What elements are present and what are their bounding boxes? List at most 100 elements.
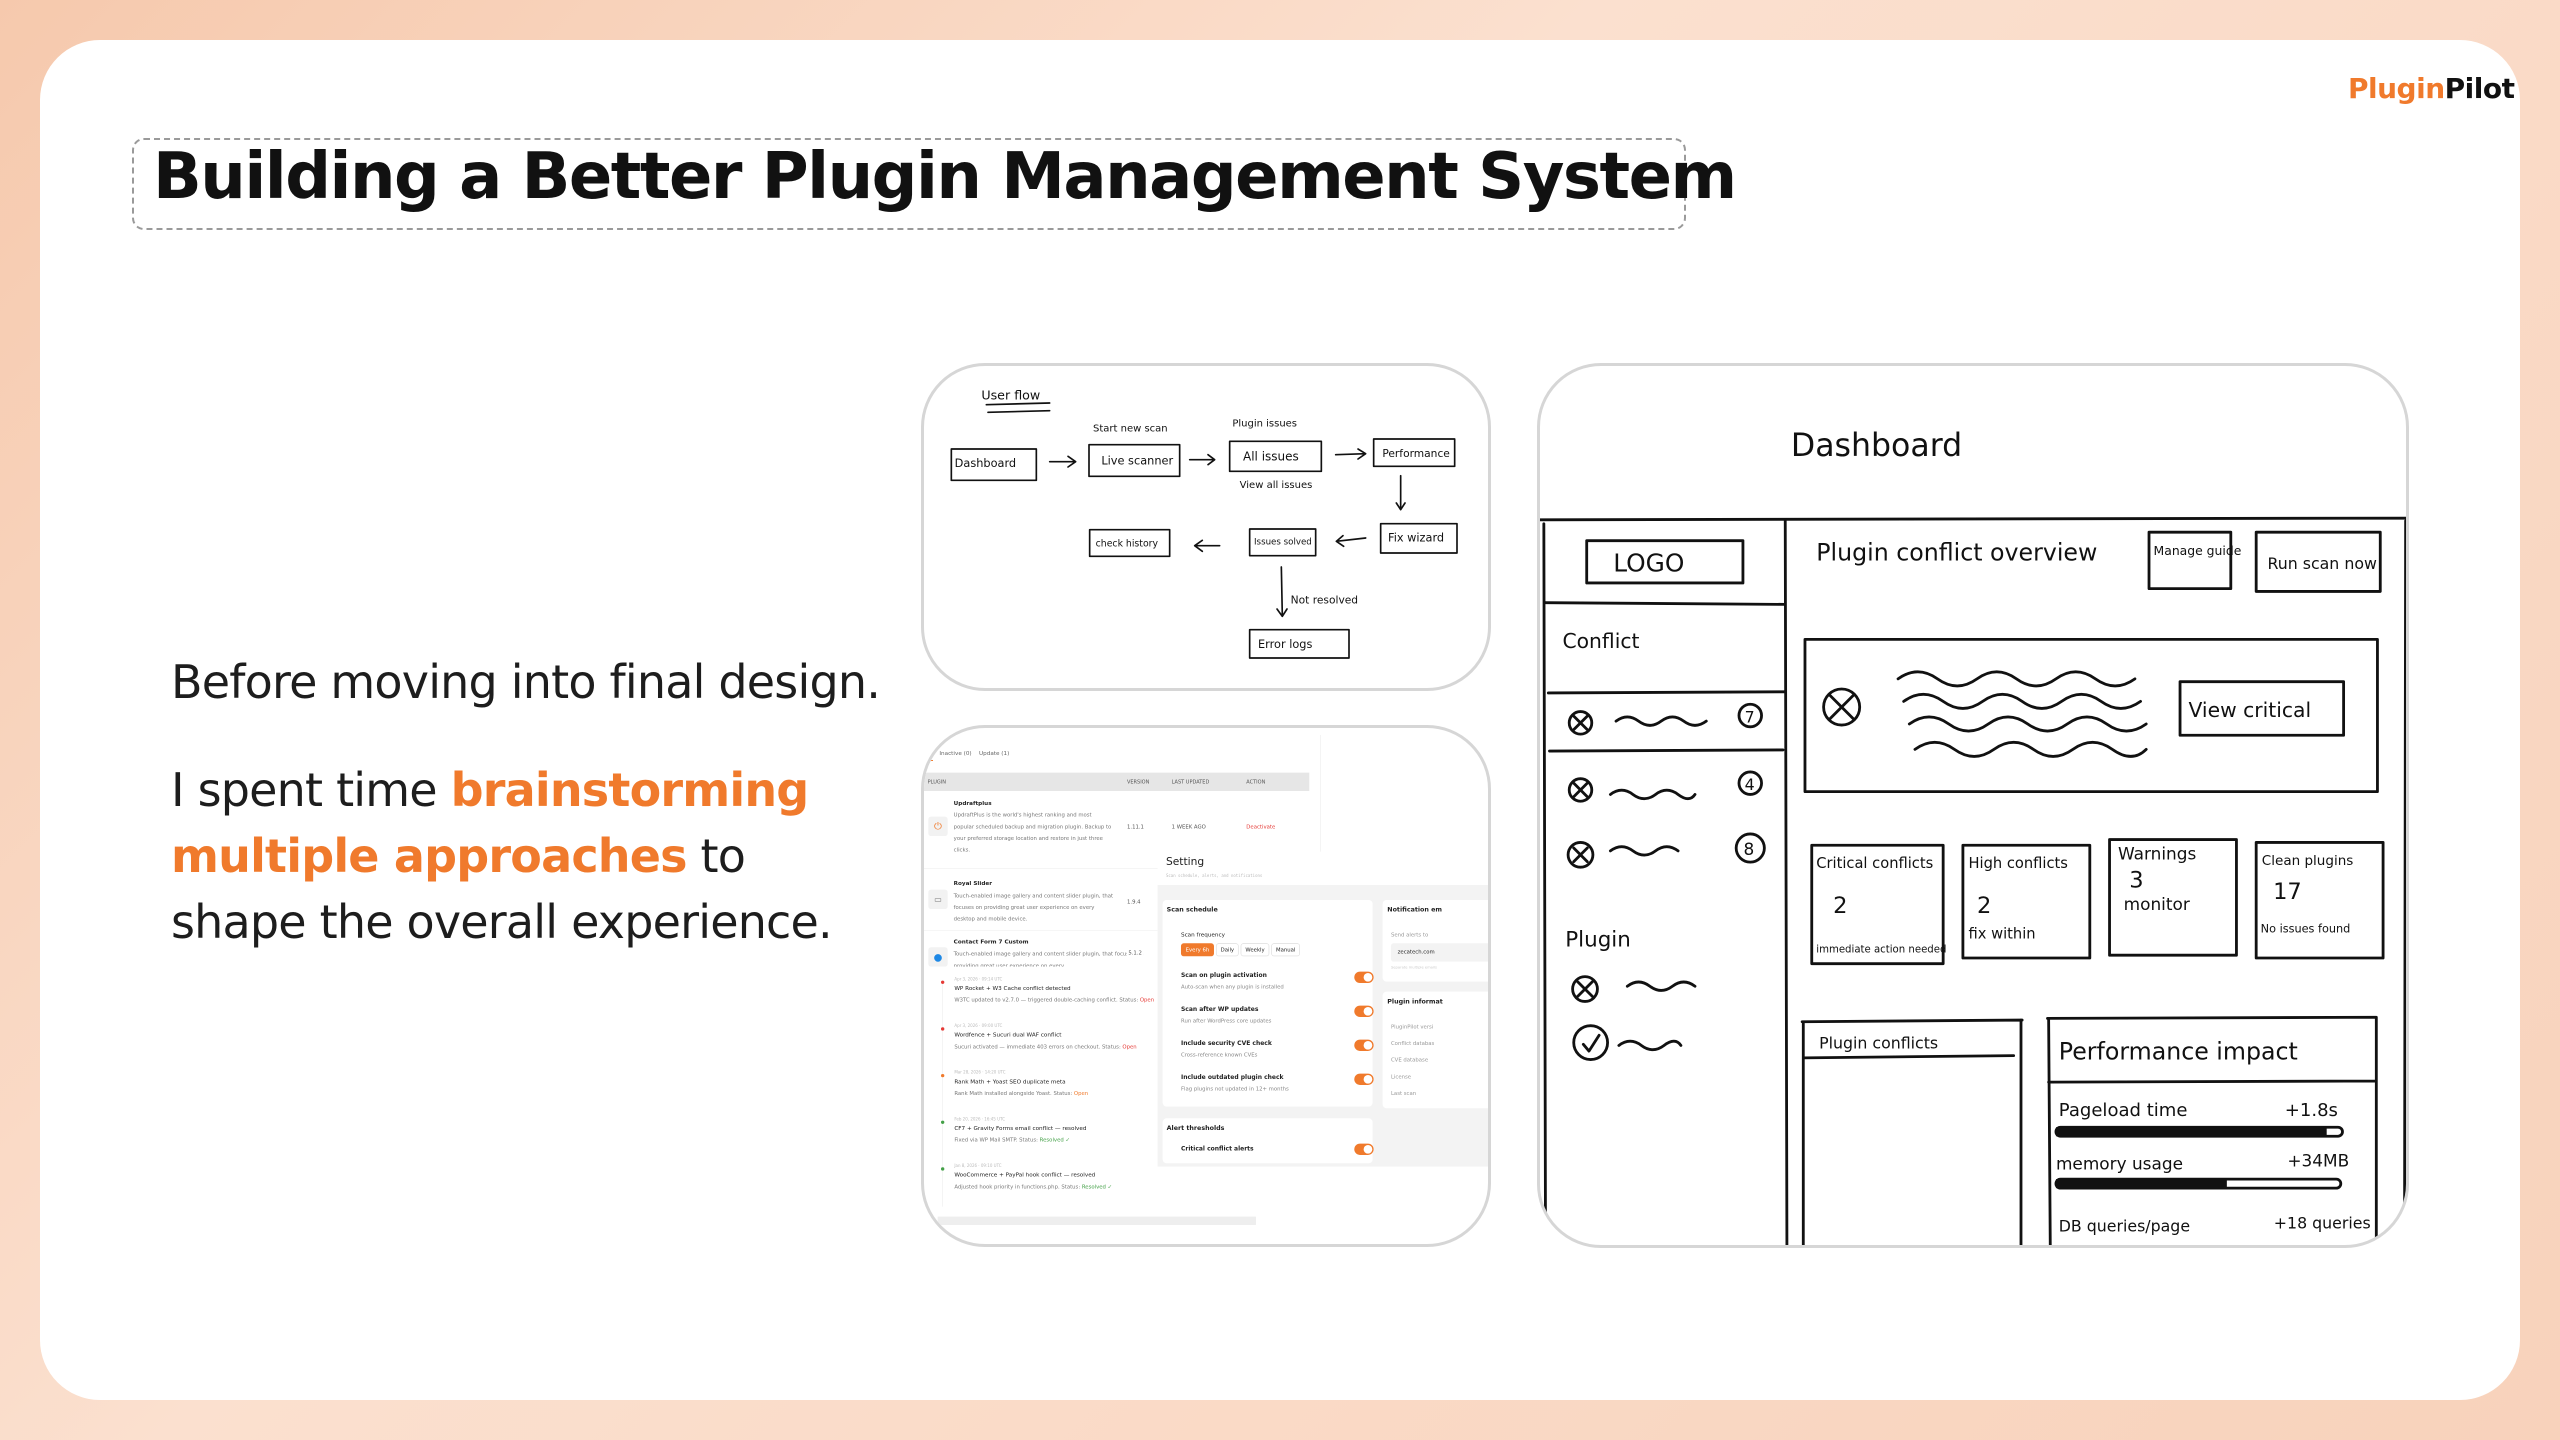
option-title: Scan after WP updates xyxy=(1180,1005,1259,1013)
freq-every-6h[interactable]: Every 6h xyxy=(1180,943,1214,957)
sketch-run-scan-button: Run scan now xyxy=(2267,554,2377,573)
freq-daily[interactable]: Daily xyxy=(1215,943,1239,957)
para-before: I spent time xyxy=(171,763,451,817)
brand-part-2: Pilot xyxy=(2444,72,2515,105)
plugin-name: Royal Slider xyxy=(953,879,993,887)
option-title: Include security CVE check xyxy=(1180,1039,1272,1047)
stat-note: No issues found xyxy=(2261,923,2351,936)
col-action: ACTION xyxy=(1246,778,1266,785)
updraftplus-icon: ⏻ xyxy=(928,816,948,836)
stat-label: Warnings xyxy=(2118,843,2196,863)
table-row: ▭ Royal Slider Touch-enabled image galle… xyxy=(924,868,1310,922)
flow-node-dashboard: Dashboard xyxy=(955,456,1016,470)
title-frame xyxy=(132,138,1686,230)
count: 8 xyxy=(1744,839,1755,859)
toggle[interactable] xyxy=(1354,1073,1374,1085)
flow-node-issues-solved: Issues solved xyxy=(1254,538,1312,548)
status-open: Open xyxy=(1122,1043,1137,1050)
flow-node-check-history: check history xyxy=(1096,538,1159,549)
timeline-desc: Fixed via WP Mail SMTP. Status: Resolved… xyxy=(954,1136,1070,1143)
page-title: Building a Better Plugin Management Syst… xyxy=(153,140,1737,214)
option-desc: Run after WordPress core updates xyxy=(1180,1017,1272,1024)
active-tab-indicator xyxy=(927,759,933,761)
col-plugin: PLUGIN xyxy=(927,778,946,785)
send-alerts-label: Send alerts to xyxy=(1390,931,1429,938)
ui-screenshot: Inactive (0) Update (1) PLUGIN VERSION L… xyxy=(924,728,1488,1244)
notification-card: Notification em Send alerts to zecatech.… xyxy=(1382,899,1488,982)
sketch-stat-cards: Critical conflicts 2 immediate action ne… xyxy=(1810,838,2385,966)
plugin-version: 1.11.1 xyxy=(1126,823,1144,830)
option-title: Scan on plugin activation xyxy=(1180,971,1267,979)
toggle[interactable] xyxy=(1354,971,1374,983)
plugin-info-heading: Plugin informat xyxy=(1387,997,1443,1005)
stat-value: 3 xyxy=(2129,868,2143,894)
timeline-date: Apr 3, 2026 · 09:14 UTC xyxy=(954,976,1003,982)
brand-logo: PluginPilot xyxy=(2348,72,2515,105)
dashboard-sketch: Dashboard LOGO Conflict 7 4 8 Plugin Plu… xyxy=(1540,428,2406,1245)
sketch-conflict-rows: 7 4 8 xyxy=(1566,702,1766,869)
toggle[interactable] xyxy=(1354,1039,1374,1051)
email-input[interactable]: zecatech.com xyxy=(1390,943,1488,962)
sketch-metrics: Pageload time +1.8s memory usage +34MB D… xyxy=(2054,1100,2371,1236)
lead-text: Before moving into final design. xyxy=(171,655,881,709)
freq-manual[interactable]: Manual xyxy=(1271,943,1301,957)
table-header: PLUGIN VERSION LAST UPDATED ACTION xyxy=(924,772,1310,791)
sketch-title: Dashboard xyxy=(1791,428,1962,464)
timeline-date: Feb 20, 2026 · 16:45 UTC xyxy=(954,1116,1006,1122)
status-open: Open xyxy=(1073,1089,1089,1097)
sketch-overview-title: Plugin conflict overview xyxy=(1816,538,2097,566)
timeline-date: Jan 8, 2026 · 09:10 UTC xyxy=(954,1163,1002,1168)
info-row: CVE database xyxy=(1390,1056,1429,1063)
user-flow-sketch-card: User flow Dashboard Start new scan Live … xyxy=(921,363,1491,691)
plugin-desc: UpdraftPlus is the world's highest ranki… xyxy=(953,811,1112,853)
freq-weekly[interactable]: Weekly xyxy=(1240,943,1270,957)
deactivate-link[interactable]: Deactivate xyxy=(1246,823,1276,830)
body-paragraph: I spent time brainstorming multiple appr… xyxy=(171,757,871,955)
horizontal-scrollbar[interactable] xyxy=(937,1216,1256,1225)
metric-value: +34MB xyxy=(2287,1151,2349,1171)
flow-node-fix-wizard: Fix wizard xyxy=(1388,530,1444,544)
settings-title: Setting xyxy=(1165,854,1205,868)
option-title: Include outdated plugin check xyxy=(1180,1073,1284,1081)
metric-value: +18 queries xyxy=(2274,1214,2371,1233)
conflict-timeline: Apr 3, 2026 · 09:14 UTC WP Rocket + W3 Ca… xyxy=(930,966,1158,1210)
sketch-conflict-heading: Conflict xyxy=(1562,629,1639,653)
status-dot xyxy=(940,980,945,984)
status-resolved: Resolved ✓ xyxy=(1081,1183,1113,1190)
toggle[interactable] xyxy=(1354,1143,1374,1155)
sketch-performance-title: Performance impact xyxy=(2059,1038,2298,1066)
plugin-tabs: Inactive (0) Update (1) xyxy=(939,750,1009,757)
tab-update[interactable]: Update (1) xyxy=(978,749,1010,757)
flow-label-not-resolved: Not resolved xyxy=(1291,594,1358,607)
para-highlight: brainstorming multiple approaches xyxy=(171,763,809,883)
scan-schedule-heading: Scan schedule xyxy=(1166,905,1218,914)
plugin-info-card: Plugin informat PluginPilot versi Confli… xyxy=(1382,991,1488,1109)
info-row: Conflict databas xyxy=(1390,1039,1435,1047)
flow-label-start-scan: Start new scan xyxy=(1093,423,1168,434)
tab-inactive[interactable]: Inactive (0) xyxy=(939,749,972,757)
status-dot xyxy=(940,1120,945,1124)
toggle[interactable] xyxy=(1354,1005,1374,1017)
timeline-title: Rank Math + Yoast SEO duplicate meta xyxy=(954,1078,1066,1085)
user-flow-sketch: User flow Dashboard Start new scan Live … xyxy=(950,388,1458,659)
stat-value: 2 xyxy=(1833,893,1847,919)
sketch-plugin-conflicts: Plugin conflicts xyxy=(1819,1033,1938,1052)
timeline-desc: Adjusted hook priority in functions.php.… xyxy=(954,1183,1113,1190)
timeline-title: WP Rocket + W3 Cache conflict detected xyxy=(954,984,1071,992)
info-row: License xyxy=(1390,1073,1412,1080)
stat-note: monitor xyxy=(2124,894,2190,914)
sketch-manage-guide-button: Manage guide xyxy=(2154,543,2242,558)
alert-thresholds-card: Alert thresholds Critical conflict alert… xyxy=(1162,1118,1374,1164)
status-resolved: Resolved ✓ xyxy=(1039,1136,1070,1143)
metric-label: memory usage xyxy=(2056,1154,2183,1174)
plugin-version: 1.9.4 xyxy=(1126,898,1141,905)
metric-value: +1.8s xyxy=(2285,1100,2338,1121)
option-desc: Cross-reference known CVEs xyxy=(1180,1051,1258,1058)
stat-note: fix within xyxy=(1969,925,2036,942)
metric-label: Pageload time xyxy=(2059,1100,2188,1121)
settings-panel: Setting Scan schedule, alerts, and notif… xyxy=(1157,851,1488,1167)
timeline-date: Apr 3, 2026 · 09:00 UTC xyxy=(954,1023,1003,1028)
